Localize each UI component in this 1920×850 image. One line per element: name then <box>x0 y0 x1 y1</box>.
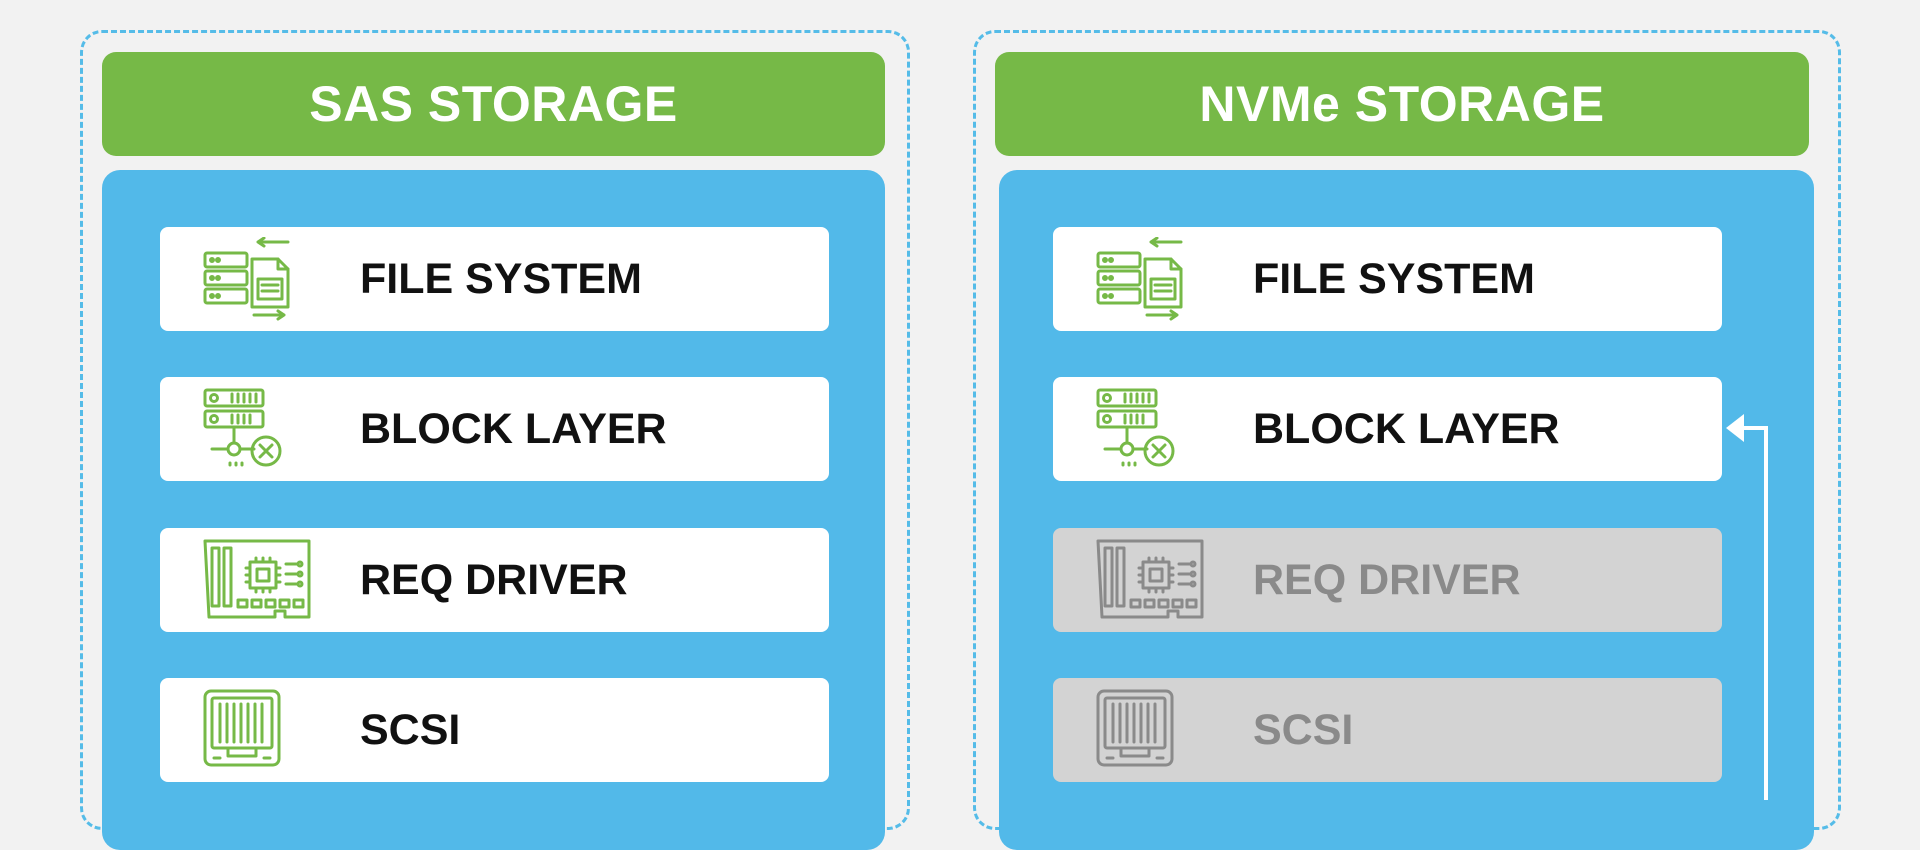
nvme-layer-req-driver: REQ DRIVER <box>1053 528 1722 632</box>
sas-layer-req-driver: REQ DRIVER <box>160 528 829 632</box>
layer-label: FILE SYSTEM <box>1253 254 1535 303</box>
layer-label: REQ DRIVER <box>1253 555 1521 604</box>
sas-layer-block-layer: BLOCK LAYER <box>160 377 829 481</box>
nvme-layer-scsi: SCSI <box>1053 678 1722 782</box>
layer-label: SCSI <box>1253 705 1354 754</box>
layer-label: BLOCK LAYER <box>360 404 667 453</box>
layer-label: SCSI <box>360 705 461 754</box>
sas-layer-scsi: SCSI <box>160 678 829 782</box>
layer-label: REQ DRIVER <box>360 555 628 604</box>
scsi-card-icon <box>202 688 294 772</box>
scsi-card-icon <box>1095 688 1187 772</box>
sas-layer-file-system: FILE SYSTEM <box>160 227 829 331</box>
file-server-icon <box>1095 237 1187 321</box>
layer-label: FILE SYSTEM <box>360 254 642 303</box>
nvme-storage-header: NVMe STORAGE <box>995 52 1809 156</box>
nvme-layer-file-system: FILE SYSTEM <box>1053 227 1722 331</box>
sas-storage-header: SAS STORAGE <box>102 52 885 156</box>
nvme-storage-title: NVMe STORAGE <box>1199 76 1605 132</box>
sas-storage-title: SAS STORAGE <box>309 76 678 132</box>
file-server-icon <box>202 237 294 321</box>
server-error-icon <box>1095 387 1187 471</box>
layer-label: BLOCK LAYER <box>1253 404 1560 453</box>
circuit-board-icon <box>1095 538 1205 622</box>
circuit-board-icon <box>202 538 312 622</box>
nvme-layer-block-layer: BLOCK LAYER <box>1053 377 1722 481</box>
server-error-icon <box>202 387 294 471</box>
